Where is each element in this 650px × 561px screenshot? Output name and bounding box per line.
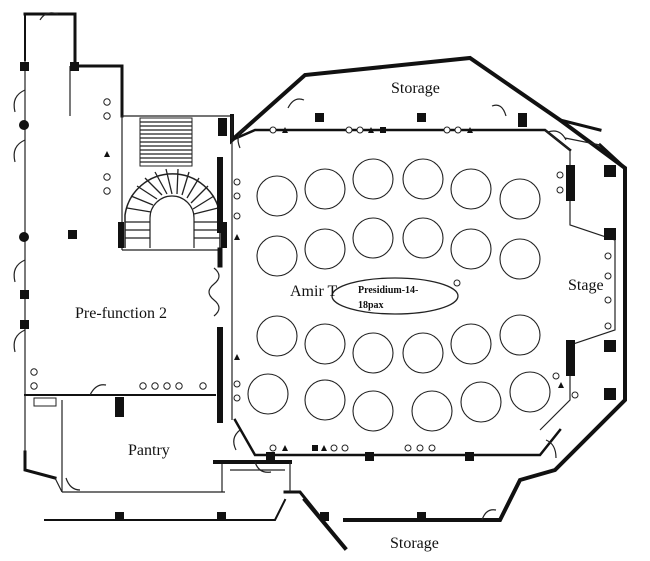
round-table <box>499 178 541 220</box>
presidium-label-line2: 18pax <box>358 300 384 311</box>
round-table <box>509 371 551 413</box>
round-table <box>499 314 541 356</box>
round-table <box>256 315 298 357</box>
ballroom-pillars <box>218 113 616 521</box>
left-wing-walls <box>23 12 287 521</box>
left-wing-fixtures <box>30 98 207 390</box>
round-table <box>402 217 444 259</box>
presidium-label-line1: Presidium-14- <box>358 285 418 296</box>
round-table <box>256 175 298 217</box>
ballroom-label: Amir T <box>290 283 337 300</box>
left-wing-pillars <box>19 62 226 521</box>
round-table <box>256 235 298 277</box>
round-table <box>402 332 444 374</box>
ballroom-fixtures <box>233 126 612 452</box>
staircase <box>118 117 227 248</box>
round-table <box>352 217 394 259</box>
round-table <box>304 379 346 421</box>
round-table <box>499 238 541 280</box>
round-tables <box>247 158 551 432</box>
round-table <box>304 168 346 210</box>
round-table <box>450 168 492 210</box>
round-table <box>304 228 346 270</box>
prefunction-label: Pre-function 2 <box>75 305 167 322</box>
round-table <box>247 373 289 415</box>
round-table <box>411 390 453 432</box>
ballroom-walls <box>213 55 628 551</box>
ballroom-door-swings <box>208 98 567 521</box>
round-table <box>402 158 444 200</box>
left-wall-door-swings <box>13 12 107 491</box>
storage-bottom-label: Storage <box>390 535 439 552</box>
round-table <box>460 381 502 423</box>
round-table <box>352 332 394 374</box>
round-table <box>352 390 394 432</box>
stage-label: Stage <box>568 277 604 294</box>
presidium-table <box>331 277 459 315</box>
round-table <box>450 323 492 365</box>
round-table <box>352 158 394 200</box>
round-table <box>304 323 346 365</box>
pantry-label: Pantry <box>128 442 170 459</box>
storage-top-label: Storage <box>391 80 440 97</box>
round-table <box>450 228 492 270</box>
